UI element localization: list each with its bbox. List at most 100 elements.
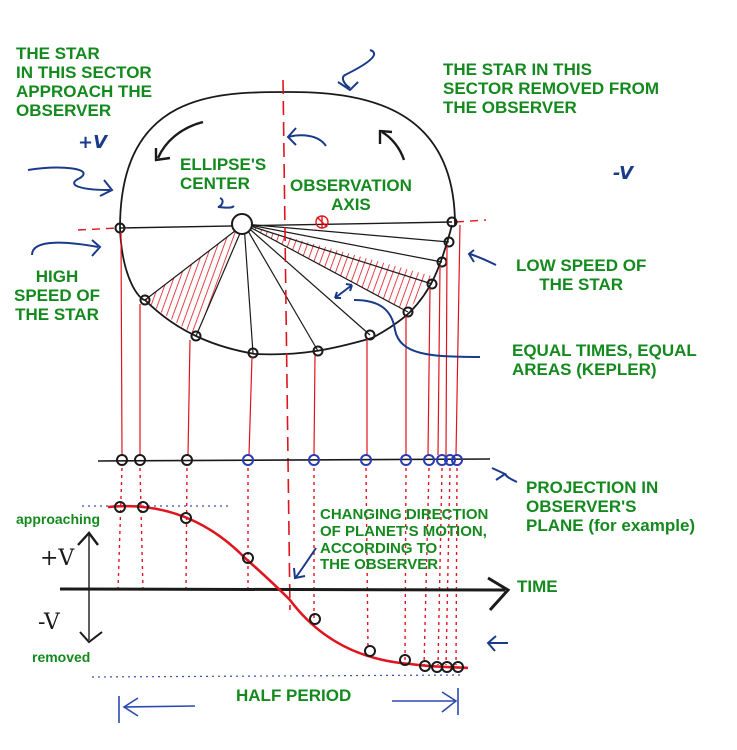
- text-line: THE OBSERVER: [320, 556, 439, 574]
- radius: [144, 223, 245, 301]
- pointer-arrowhead-high-speed: [91, 239, 102, 257]
- label-removed-sector: THE STAR IN THIS SECTOR REMOVED FROM THE…: [443, 60, 659, 117]
- projection-point: [444, 454, 456, 466]
- text-line: PROJECTION IN: [526, 478, 659, 497]
- pointer-arrow-left-sector: [27, 166, 111, 191]
- text-line: SPEED OF: [14, 286, 100, 306]
- projection-point: [436, 454, 448, 466]
- orbit-direction-arrowhead-left: [154, 148, 171, 162]
- major-axis-ext-left: [77, 227, 119, 231]
- orbit-point: [114, 222, 126, 234]
- projection-line: [313, 354, 316, 456]
- velocity-drop-lines: [117, 467, 458, 666]
- major-axis-ext-right: [455, 219, 487, 223]
- radius: [243, 223, 443, 263]
- drop-line: [185, 467, 188, 591]
- velocity-points: [114, 501, 464, 673]
- pointer-arrow-low-speed: [469, 253, 497, 266]
- projection-point: [308, 454, 320, 466]
- velocity-point: [364, 645, 376, 657]
- text-line: OBSERVER: [16, 101, 112, 121]
- label-minus-v-top: -V: [613, 163, 634, 184]
- velocity-point: [242, 552, 254, 564]
- text-line: HIGH: [35, 267, 79, 286]
- velocity-point: [137, 501, 149, 513]
- projection-line: [427, 287, 431, 456]
- label-ellipse-center: ELLIPSE'S CENTER: [180, 155, 266, 193]
- velocity-point: [180, 512, 192, 524]
- half-period-arrow-right: [392, 688, 459, 715]
- radius: [243, 223, 371, 336]
- orbit-point: [443, 236, 455, 248]
- projection-line: [120, 231, 123, 456]
- label-projection: PROJECTION IN OBSERVER'S PLANE (for exam…: [526, 478, 695, 535]
- drop-line: [437, 467, 443, 666]
- text-line: AREAS (KEPLER): [512, 360, 657, 380]
- observation-axis-line: [282, 79, 291, 611]
- orbit-point: [402, 306, 414, 318]
- pointer-arrow-axis: [287, 134, 327, 147]
- label-half-period: HALF PERIOD: [236, 686, 352, 705]
- orbit-point: [139, 294, 151, 306]
- text-line: OF PLANET'S MOTION,: [320, 522, 487, 540]
- text-line: THE STAR: [539, 275, 624, 295]
- text-line: ACCORDING TO: [320, 539, 438, 557]
- drop-line: [365, 467, 369, 651]
- projection-point: [360, 454, 372, 466]
- text-line: ELLIPSE'S: [180, 155, 267, 174]
- orbit-points: [114, 216, 458, 359]
- label-approaching: approaching: [16, 511, 101, 527]
- pointer-arrow-top: [341, 49, 375, 89]
- pointer-arrowhead-changing: [293, 567, 306, 580]
- projection-point: [242, 454, 254, 466]
- orbit-point: [190, 330, 202, 342]
- orbit-point: [426, 278, 438, 290]
- velocity-point: [452, 661, 464, 673]
- radius: [243, 223, 433, 285]
- text-line: OBSERVER'S: [526, 497, 637, 517]
- hatched-sector-slow: [248, 226, 432, 312]
- label-time-axis: TIME: [517, 577, 558, 596]
- radius: [195, 223, 245, 337]
- text-line: THE OBSERVER: [443, 98, 577, 118]
- label-minus-v-axis: -V: [38, 610, 60, 635]
- drop-line: [445, 467, 451, 666]
- velocity-point: [114, 501, 126, 513]
- radius: [243, 223, 254, 354]
- orbit-direction-arrowhead-right: [378, 129, 393, 144]
- velocity-arrow-up: [77, 531, 99, 546]
- observer-marker: [315, 215, 329, 229]
- text-line: THE STAR: [16, 44, 100, 63]
- text-line: APPROACH THE: [16, 82, 153, 102]
- label-removed: removed: [32, 649, 91, 665]
- drop-line: [117, 467, 123, 591]
- label-plus-v-axis: +V: [40, 546, 75, 571]
- time-axis-arrowhead: [487, 576, 511, 612]
- pointer-arrowhead-left-sector: [99, 179, 114, 197]
- pointer-arrow-kepler: [353, 299, 481, 358]
- hatched-sector-fast: [145, 226, 242, 336]
- text-line: PLANE (for example): [526, 516, 696, 536]
- radius: [243, 223, 409, 313]
- pointer-arrow-projection: [504, 473, 518, 483]
- text-line: OBSERVATION: [290, 176, 412, 195]
- pointer-arrowhead-projection: [491, 467, 508, 481]
- projection-line: [187, 339, 191, 456]
- velocity-curve: [107, 504, 469, 670]
- drop-line: [139, 467, 144, 591]
- text-line: SECTOR REMOVED FROM: [443, 79, 659, 99]
- radius: [243, 223, 450, 243]
- orbit-point: [312, 345, 324, 357]
- half-period-arrow-left: [118, 696, 196, 723]
- pointer-arrowhead-axis: [286, 127, 297, 146]
- label-changing-direction: CHANGING DIRECTION OF PLANET'S MOTION, A…: [320, 506, 489, 574]
- projection-point: [400, 454, 412, 466]
- orbit-point: [247, 347, 259, 359]
- drop-line: [455, 467, 458, 666]
- text-line: EQUAL TIMES, EQUAL: [512, 341, 697, 360]
- projection-point: [181, 454, 193, 466]
- pointer-arrow-changing: [295, 547, 317, 578]
- text-line: CHANGING DIRECTION: [320, 506, 489, 523]
- major-axis: [119, 221, 453, 229]
- radius: [243, 223, 319, 352]
